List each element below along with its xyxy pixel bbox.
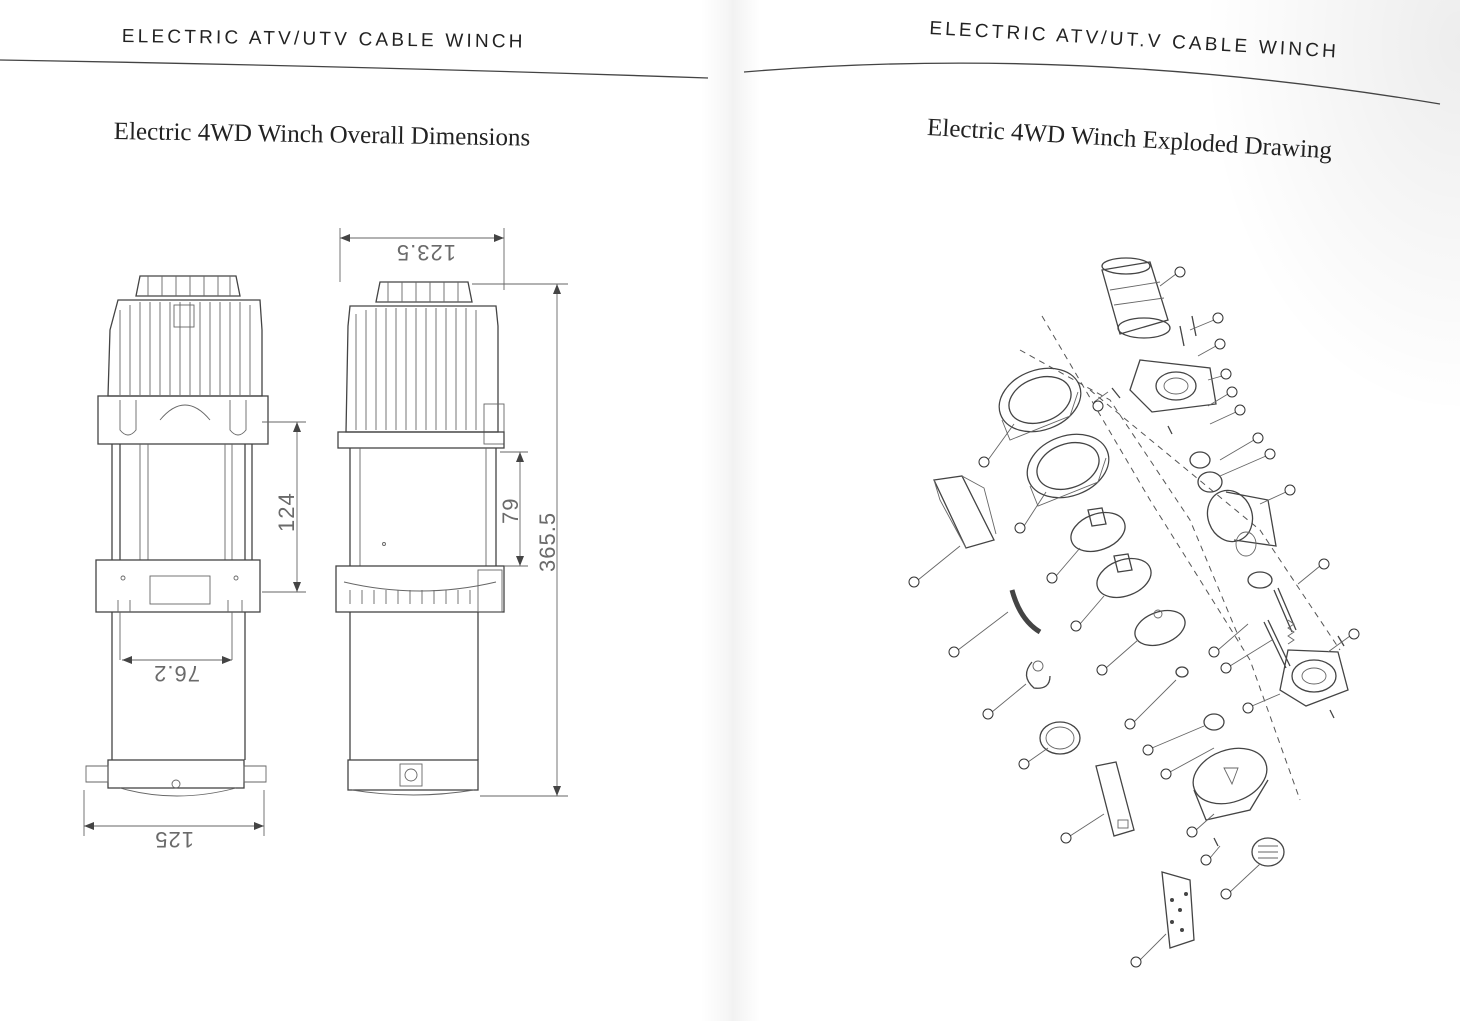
part-handle: [1009, 589, 1042, 635]
dim-upper-height: 124: [274, 492, 299, 532]
dim-bottom-width: 125: [154, 827, 194, 852]
dimension-lines: [83, 228, 568, 836]
part-bushing: [1189, 451, 1223, 493]
right-page: ELECTRIC ATV/UT.V CABLE WINCH Electric 4…: [720, 0, 1460, 1021]
part-clutch: [1025, 660, 1051, 689]
left-header-rule: [0, 59, 709, 79]
part-spring: [1287, 619, 1295, 645]
right-header-rule: [743, 62, 1441, 105]
part-gear-housing: [1192, 747, 1269, 821]
part-anchor-plate: [1095, 761, 1135, 837]
part-side-plate: [1279, 649, 1349, 707]
part-plug: [1203, 713, 1225, 731]
winch-front-view: [85, 275, 269, 797]
dim-mid-height: 79: [498, 498, 523, 524]
part-screws: [1111, 315, 1345, 847]
part-drum: [1206, 489, 1277, 557]
dim-total-height: 365.5: [535, 512, 560, 572]
part-nut: [1175, 666, 1189, 678]
book-gutter: [700, 0, 760, 1021]
callout-bubbles: [908, 266, 1360, 968]
part-end-bracket: [1129, 359, 1217, 413]
left-page: ELECTRIC ATV/UTV CABLE WINCH Electric 4W…: [0, 0, 720, 1021]
part-base-plate: [1161, 871, 1195, 949]
part-carrier-1: [1070, 507, 1126, 553]
part-o-ring: [1039, 721, 1081, 755]
part-sun-gear: [1134, 609, 1186, 647]
part-carrier-2: [1096, 553, 1152, 599]
winch-side-view: [335, 281, 505, 796]
part-bracket: [933, 475, 997, 549]
part-ring-gear-2: [1026, 433, 1110, 507]
exploded-drawing: [743, 62, 1441, 968]
dimensions-drawing: 123.5 124 79 365.5 76.2 125: [0, 59, 709, 852]
part-ring-gear-1: [998, 367, 1082, 441]
dim-bolt-spacing: 76.2: [153, 661, 200, 686]
dim-top-width: 123.5: [396, 240, 456, 265]
part-motor: [1101, 257, 1171, 339]
part-gear-cover: [1251, 837, 1285, 867]
part-seal: [1247, 571, 1273, 589]
page-shadow: [1200, 0, 1460, 420]
